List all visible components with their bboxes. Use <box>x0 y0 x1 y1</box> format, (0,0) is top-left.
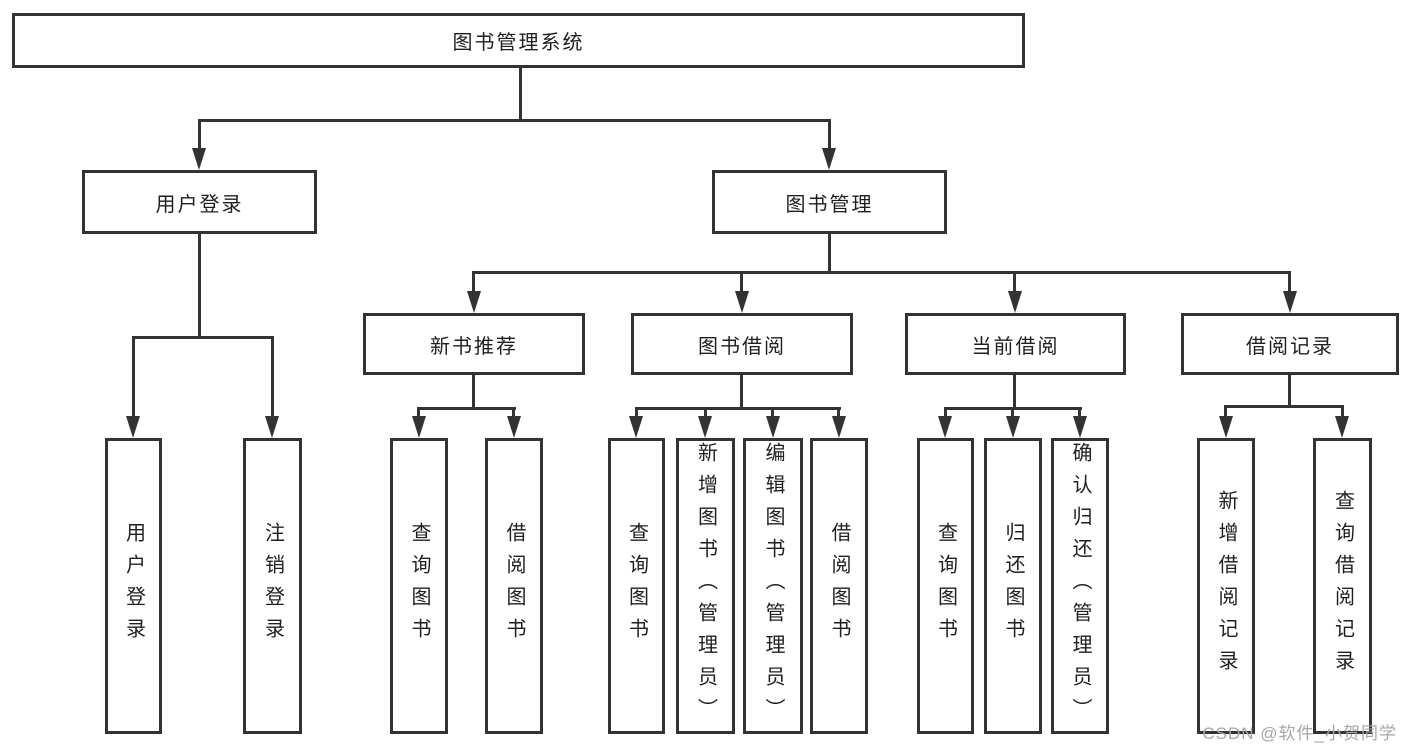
leaf-query-book-2: 查询图书 <box>608 438 665 734</box>
connector-book-mgmt-stem <box>828 119 831 148</box>
connector-borrow-record-stub <box>1288 375 1291 405</box>
arrowhead-leaf <box>832 416 846 438</box>
arrowhead-leaf <box>507 416 521 438</box>
arrowhead-new-book <box>467 291 481 313</box>
connector-level3-stem <box>472 271 475 291</box>
connector-book-mgmt-stub <box>828 234 831 271</box>
arrowhead-user-login <box>192 148 206 170</box>
connector-leaf-stem <box>417 407 420 416</box>
connector-leaf-stem <box>1224 405 1227 416</box>
arrowhead-leaf <box>1335 416 1349 438</box>
connector-leaf-stem <box>771 407 774 416</box>
connector-leaf-stem <box>271 336 274 416</box>
arrowhead-leaf <box>938 416 952 438</box>
connector-new-book-stub <box>472 375 475 407</box>
arrowhead-leaf <box>1073 416 1087 438</box>
arrowhead-borrow-record <box>1283 291 1297 313</box>
connector-leaf-stem <box>512 407 515 416</box>
leaf-logout: 注销登录 <box>243 438 302 734</box>
arrowhead-leaf <box>698 416 712 438</box>
connector-level2-bar <box>198 119 831 122</box>
leaf-query-borrow-record: 查询借阅记录 <box>1313 438 1372 734</box>
connector-leaf-stem <box>132 336 135 416</box>
arrowhead-leaf <box>1219 416 1233 438</box>
leaf-add-borrow-record: 新增借阅记录 <box>1197 438 1255 734</box>
connector-book-borrow-bar <box>635 407 841 410</box>
connector-book-borrow-stub <box>740 375 743 407</box>
arrowhead-leaf <box>126 416 140 438</box>
arrowhead-leaf <box>412 416 426 438</box>
arrowhead-book-mgmt <box>822 148 836 170</box>
leaf-confirm-return-admin: 确认归还（管理员） <box>1051 438 1109 734</box>
arrowhead-leaf <box>1006 416 1020 438</box>
connector-leaf-stem <box>635 407 638 416</box>
connector-leaf-stem <box>837 407 840 416</box>
connector-leaf-stem <box>1078 407 1081 416</box>
connector-level3-stem <box>1288 271 1291 291</box>
node-new-book-recommend: 新书推荐 <box>363 313 585 375</box>
arrowhead-leaf <box>265 416 279 438</box>
connector-new-book-bar <box>417 407 516 410</box>
connector-leaf-stem <box>944 407 947 416</box>
node-root: 图书管理系统 <box>12 13 1025 68</box>
connector-borrow-record-bar <box>1224 405 1344 408</box>
leaf-query-book-1: 查询图书 <box>390 438 448 734</box>
node-book-borrow: 图书借阅 <box>631 313 853 375</box>
connector-user-login-stub <box>198 234 201 336</box>
connector-level3-stem <box>740 271 743 291</box>
leaf-add-book-admin: 新增图书（管理员） <box>676 438 735 734</box>
arrowhead-book-borrow <box>735 291 749 313</box>
node-user-login: 用户登录 <box>82 170 317 234</box>
connector-current-borrow-stub <box>1013 375 1016 407</box>
leaf-borrow-book-2: 借阅图书 <box>810 438 868 734</box>
leaf-edit-book-admin: 编辑图书（管理员） <box>743 438 803 734</box>
leaf-borrow-book-1: 借阅图书 <box>485 438 543 734</box>
connector-user-login-stem <box>198 119 201 148</box>
leaf-query-book-3: 查询图书 <box>917 438 974 734</box>
connector-root-stub <box>519 68 522 119</box>
node-current-borrow: 当前借阅 <box>905 313 1126 375</box>
connector-leaf-stem <box>1341 405 1344 416</box>
connector-leaf-stem <box>1011 407 1014 416</box>
watermark: CSDN @软件_小贺同学 <box>1202 724 1397 743</box>
leaf-user-login: 用户登录 <box>105 438 162 734</box>
arrowhead-leaf <box>629 416 643 438</box>
arrowhead-current-borrow <box>1008 291 1022 313</box>
connector-level3-stem <box>1013 271 1016 291</box>
connector-user-login-bar <box>132 336 274 339</box>
leaf-return-book: 归还图书 <box>984 438 1042 734</box>
node-borrow-record: 借阅记录 <box>1181 313 1399 375</box>
connector-level3-bar <box>472 271 1291 274</box>
arrowhead-leaf <box>766 416 780 438</box>
connector-leaf-stem <box>704 407 707 416</box>
node-book-management: 图书管理 <box>712 170 947 234</box>
